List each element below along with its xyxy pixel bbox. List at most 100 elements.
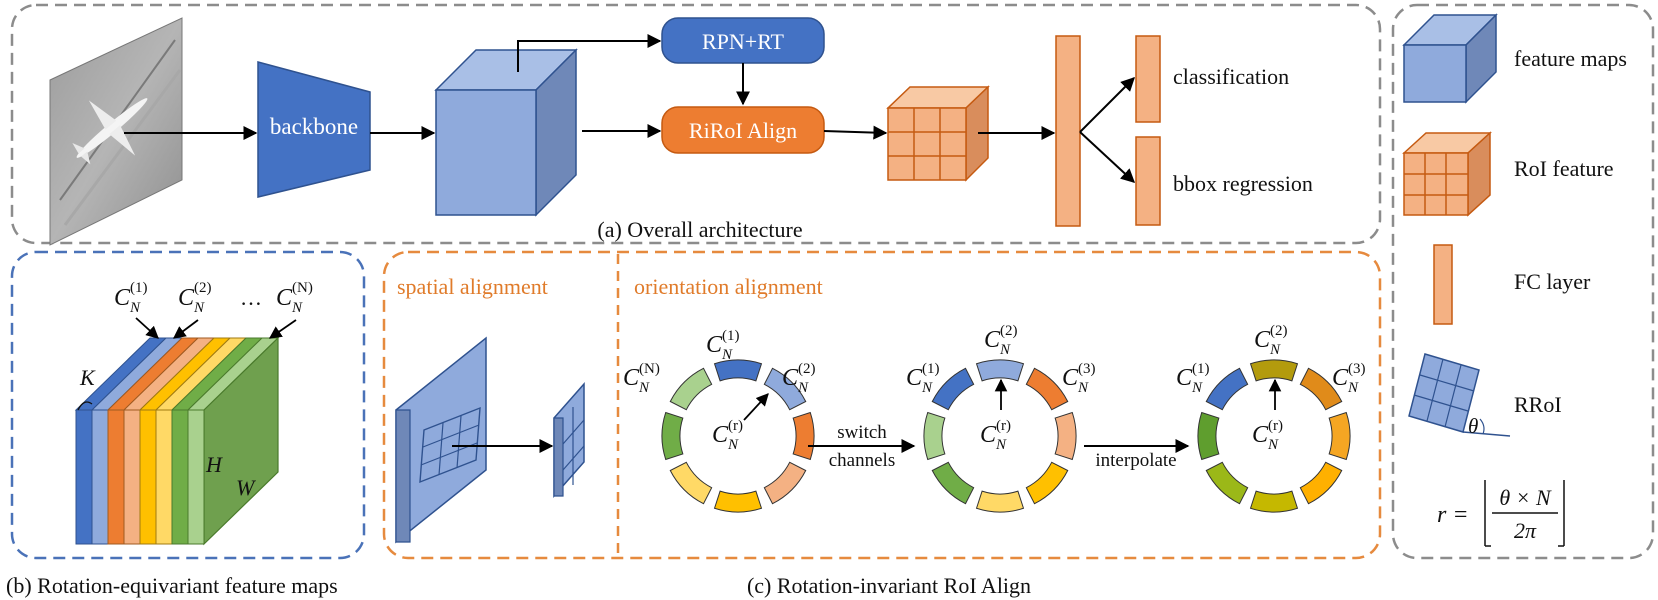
riroi-align-label: RiRoI Align bbox=[689, 118, 797, 143]
legend-theta-symbol: θ bbox=[1468, 414, 1478, 438]
h-label: H bbox=[205, 452, 223, 477]
ring-segment bbox=[661, 411, 684, 461]
channel-c2-base: C bbox=[178, 285, 195, 311]
ring-b-labels: C N (2) C N (1) C N (3) C N (r) bbox=[906, 323, 1096, 453]
ring-segment bbox=[1249, 490, 1299, 513]
channels-label: channels bbox=[829, 450, 895, 471]
ring-c-c1-sup: (1) bbox=[1192, 361, 1210, 377]
channel-c1-sup: (1) bbox=[130, 280, 148, 296]
arrow-fc-to-cls bbox=[1079, 77, 1135, 133]
ring-a-c1-sup: (1) bbox=[722, 328, 740, 344]
ring-segment bbox=[669, 367, 713, 411]
ring-b-c3-sub: N bbox=[1077, 380, 1089, 396]
ring-b-c3: C bbox=[1062, 365, 1079, 391]
channel-cn-base: C bbox=[276, 285, 293, 311]
ring-before-switch bbox=[661, 359, 815, 513]
ring-after-switch bbox=[923, 359, 1077, 513]
ring-a-cn-sub: N bbox=[638, 380, 650, 396]
arrow-features-to-rpn bbox=[517, 34, 662, 72]
ring-b-c3-sup: (3) bbox=[1078, 361, 1096, 377]
ring-a-c2: C bbox=[782, 365, 799, 391]
spatial-alignment-title: spatial alignment bbox=[397, 274, 548, 299]
ring-c-c1: C bbox=[1176, 365, 1193, 391]
rpn-rt-label: RPN+RT bbox=[702, 29, 785, 54]
ring-c-cr: C bbox=[1252, 422, 1269, 448]
riroi-align-box bbox=[661, 106, 825, 154]
ring-b-c1-sup: (1) bbox=[922, 361, 940, 377]
ring-a-cr: C bbox=[712, 422, 729, 448]
ring-segment bbox=[1299, 461, 1343, 505]
ring-segment bbox=[763, 461, 807, 505]
arrow-c1 bbox=[135, 317, 159, 339]
ring-a-cn: C bbox=[623, 365, 640, 391]
legend-rroi-label: RRoI bbox=[1514, 392, 1562, 417]
formula-lhs: r = bbox=[1437, 502, 1469, 528]
formula-denominator: 2π bbox=[1514, 518, 1537, 543]
arrow-riroi-to-roi-feature bbox=[823, 125, 888, 140]
ring-segment bbox=[975, 359, 1025, 382]
channel-c2-sup: (2) bbox=[194, 280, 212, 296]
airplane-icon bbox=[72, 98, 148, 165]
ring-c-cr-sub: N bbox=[1267, 437, 1279, 453]
ring-a-c1: C bbox=[706, 332, 723, 358]
arrow-c2 bbox=[172, 319, 199, 339]
ring-b-c1-sub: N bbox=[921, 380, 933, 396]
panel-c-border bbox=[382, 250, 1382, 560]
orientation-alignment-title: orientation alignment bbox=[634, 274, 823, 299]
ring-b-cr-sup: (r) bbox=[996, 418, 1011, 434]
input-aerial-image bbox=[49, 17, 183, 246]
channel-cn-sup: (N) bbox=[292, 280, 313, 296]
legend-feature-maps-icon bbox=[1402, 13, 1498, 104]
legend-fc-layer-icon bbox=[1433, 244, 1453, 325]
ring-a-cr-sup: (r) bbox=[728, 418, 743, 434]
legend-roi-feature-label: RoI feature bbox=[1514, 156, 1614, 181]
ring-segment bbox=[1249, 359, 1299, 382]
legend-fc-layer-label: FC layer bbox=[1514, 269, 1591, 294]
bbox-regression-label: bbox regression bbox=[1173, 171, 1313, 196]
feature-map-cube bbox=[434, 48, 578, 217]
ring-segment bbox=[1299, 367, 1343, 411]
caption-a: (a) Overall architecture bbox=[597, 217, 802, 242]
legend-roi-feature-icon bbox=[1402, 131, 1492, 217]
panel-a-border bbox=[10, 3, 1382, 245]
ring-b-c2-sup: (2) bbox=[1000, 323, 1018, 339]
caption-b: (b) Rotation-equivariant feature maps bbox=[6, 573, 338, 598]
ring-b-c1: C bbox=[906, 365, 923, 391]
ring-segment bbox=[1205, 367, 1249, 411]
ring-segment bbox=[763, 367, 807, 411]
channel-c1-base: C bbox=[114, 285, 131, 311]
w-label: W bbox=[236, 475, 256, 500]
channel-c1-sub: N bbox=[129, 300, 141, 316]
ring-segment bbox=[713, 359, 763, 382]
ring-segment bbox=[1025, 367, 1069, 411]
switch-label: switch bbox=[837, 422, 887, 443]
fc-layer-main bbox=[1055, 35, 1081, 227]
ring-segment bbox=[1197, 411, 1220, 461]
ring-c-c3-sub: N bbox=[1347, 380, 1359, 396]
ring-b-c2-sub: N bbox=[999, 342, 1011, 358]
fc-layer-cls bbox=[1135, 35, 1161, 123]
legend-rroi-icon bbox=[1408, 353, 1511, 437]
panel-b-border bbox=[10, 250, 366, 560]
ring-a-c2-sub: N bbox=[797, 380, 809, 396]
channel-labels: C N (1) C N (2) … C N (N) bbox=[114, 280, 313, 316]
classification-label: classification bbox=[1173, 64, 1289, 89]
ring-c-cr-sup: (r) bbox=[1268, 418, 1283, 434]
ring-a-pointer bbox=[743, 393, 769, 421]
ring-segment bbox=[713, 490, 763, 513]
ring-a-c2-sup: (2) bbox=[798, 361, 816, 377]
spatial-feature-plane bbox=[395, 336, 487, 544]
ring-segment bbox=[792, 411, 815, 461]
spatial-aligned-feature bbox=[553, 382, 585, 498]
ring-b-c2: C bbox=[984, 327, 1001, 353]
ring-b-cr: C bbox=[980, 422, 997, 448]
backbone-label: backbone bbox=[270, 114, 358, 139]
ring-segment bbox=[1025, 461, 1069, 505]
channel-c2-sub: N bbox=[193, 300, 205, 316]
ring-segment bbox=[923, 411, 946, 461]
channel-ellipsis: … bbox=[240, 285, 262, 310]
ring-segment bbox=[975, 490, 1025, 513]
ring-a-c1-sub: N bbox=[721, 347, 733, 363]
ring-c-c2-sub: N bbox=[1269, 342, 1281, 358]
